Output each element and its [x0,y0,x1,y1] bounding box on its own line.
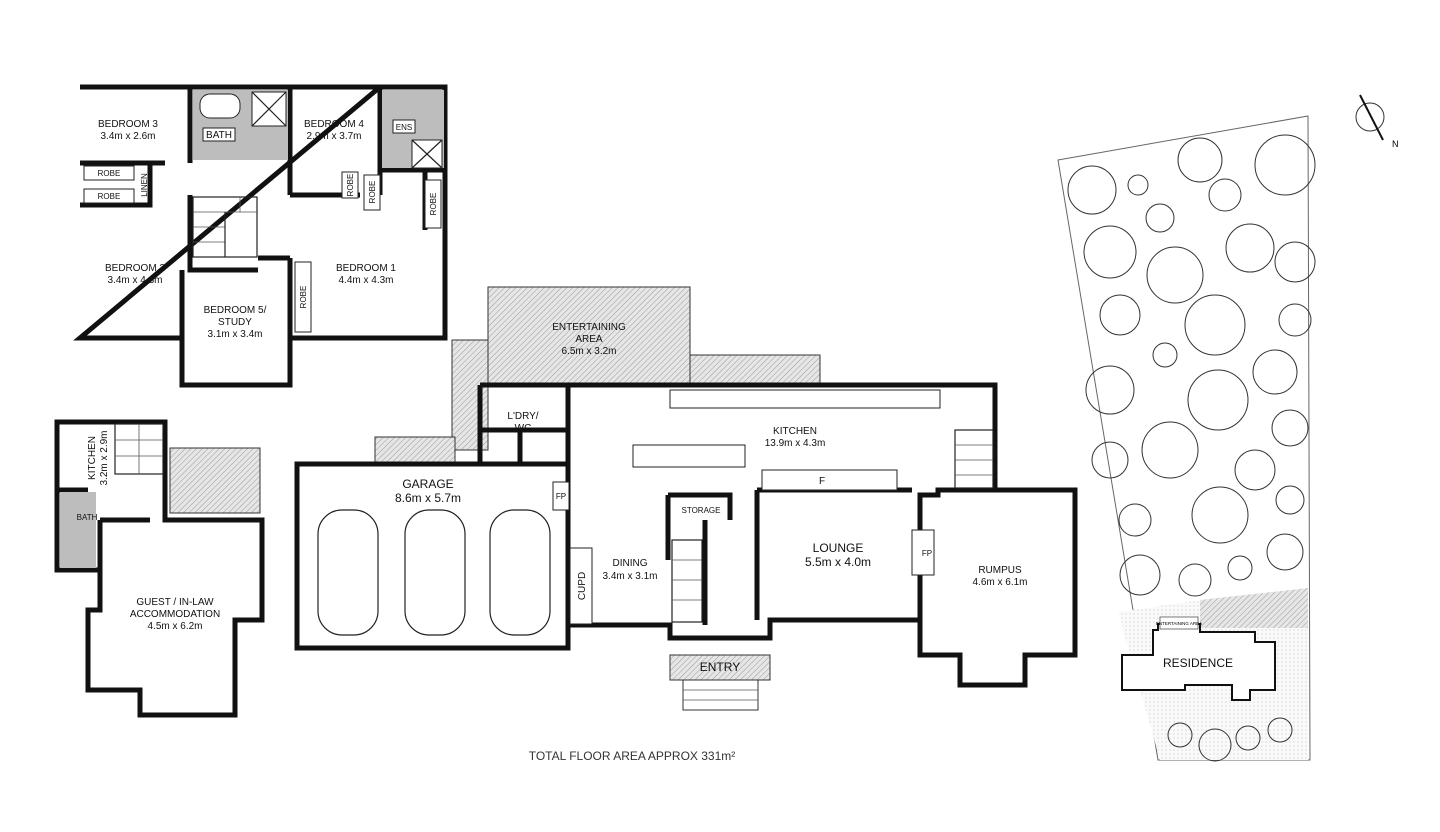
guest-accommodation: BATH KITCHEN 3.2m x 2.9m GUEST / IN-LAW … [54,419,265,718]
wc-label: WC [515,423,532,434]
entry-label: ENTRY [700,660,740,674]
ground-floor: F FP FP CUPD ENTERTAINING AREA 6.5m x 3.… [294,286,1078,711]
residence-label: RESIDENCE [1163,656,1233,670]
robe-label: ROBE [368,181,377,204]
fridge-label: F [819,476,825,487]
entertaining-area [487,286,691,386]
dining-size: 3.4m x 3.1m [602,571,657,582]
cupboard-label: CUPD [577,572,588,600]
car-icon [489,509,551,636]
rumpus-label: RUMPUS [978,565,1022,576]
laundry-label: L'DRY/ [507,411,538,422]
bedroom-5-size: 3.1m x 3.4m [207,329,262,340]
north-label: N [1392,139,1399,149]
bedroom-3-label: BEDROOM 3 [98,119,158,130]
fireplace-label-lounge: FP [922,549,932,558]
guest-room-size: 4.5m x 6.2m [147,621,202,632]
storage-label: STORAGE [682,506,721,515]
entertaining-size: 6.5m x 3.2m [561,346,616,357]
guest-room-label: GUEST / IN-LAW [136,597,214,608]
fireplace-label: FP [556,492,566,501]
site-plan: RESIDENCE ENTERTAINING AREA N [1057,94,1399,762]
bedroom-4-size: 2.9m x 3.7m [306,131,361,142]
garage-size: 8.6m x 5.7m [395,491,461,505]
bathtub-icon [199,93,241,119]
car-icon [404,509,466,636]
linen-label: LINEN [140,173,149,197]
garage-label: GARAGE [402,477,453,491]
kitchen-island [632,444,746,468]
residence-outline [1121,623,1276,701]
bedroom-2-size: 3.4m x 4.3m [107,275,162,286]
entertaining-label: ENTERTAINING [552,322,626,333]
cars [317,509,551,636]
rumpus-size: 4.6m x 6.1m [972,577,1027,588]
guest-stairs [114,423,164,475]
lounge-label: LOUNGE [813,541,864,555]
car-icon [317,509,379,636]
guest-kitchen-label: KITCHEN [87,436,98,480]
study-label: STUDY [218,317,252,328]
lounge-size: 5.5m x 4.0m [805,555,871,569]
robe-label: ROBE [98,192,121,201]
robe-label: ROBE [98,169,121,178]
total-floor-area: TOTAL FLOOR AREA APPROX 331m² [529,749,736,763]
robe-label: ROBE [429,193,438,216]
robe-label: ROBE [299,286,308,309]
guest-bath-label: BATH [77,513,98,522]
main-stairs [671,429,994,623]
site-entertaining-label: ENTERTAINING AREA [1156,621,1202,626]
dining-label: DINING [613,558,648,569]
kitchen-size: 13.9m x 4.3m [765,438,826,449]
guest-kitchen-size: 3.2m x 2.9m [99,430,110,485]
bedroom-4-label: BEDROOM 4 [304,119,364,130]
bedroom-2-label: BEDROOM 2 [105,263,165,274]
bedroom-1-size: 4.4m x 4.3m [338,275,393,286]
bedroom-3-size: 3.4m x 2.6m [100,131,155,142]
kitchen-label: KITCHEN [773,426,817,437]
bath-label: BATH [206,130,232,141]
guest-room-label-2: ACCOMMODATION [130,609,220,620]
bath-label-box [202,127,236,142]
bedroom-1-label: BEDROOM 1 [336,263,396,274]
upper-floor: BATH ENS ROBE ROBE LINEN ROBE ROBE ROBE … [73,84,448,388]
entertaining-label-2: AREA [575,334,603,345]
ensuite-label: ENS [396,123,412,132]
bedroom-5-label: BEDROOM 5/ [204,305,267,316]
upper-stairs [192,196,258,258]
north-arrow-icon: N [1355,94,1399,149]
robe-label: ROBE [346,174,355,197]
